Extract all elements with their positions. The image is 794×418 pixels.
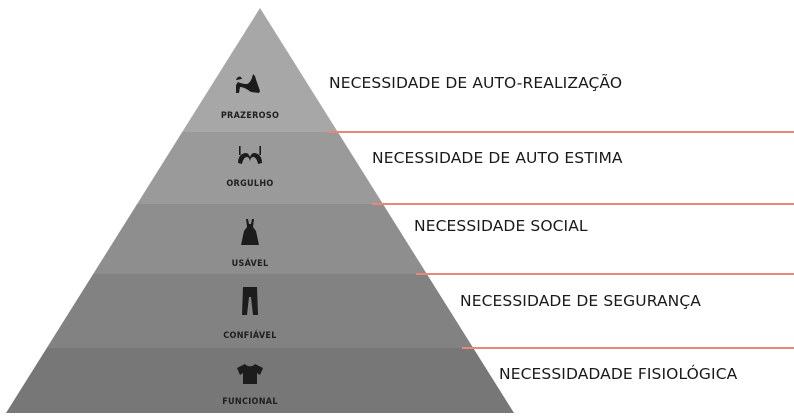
dress-icon — [241, 219, 259, 245]
tier-label: PRAZEROSO — [221, 111, 279, 121]
bra-icon — [238, 146, 262, 164]
need-label-self-actualization: NECESSIDADE DE AUTO-REALIZAÇÃO — [329, 74, 623, 92]
tier-band-3 — [6, 204, 514, 274]
tier-band-1 — [6, 8, 514, 132]
trousers-icon — [242, 287, 258, 315]
tier-band-4 — [6, 274, 514, 348]
tier-label: USÁVEL — [232, 257, 269, 269]
need-label-physiological: NECESSIDADADE FISIOLÓGICA — [499, 365, 738, 383]
tier-label: FUNCIONAL — [222, 397, 278, 407]
tier-label: ORGULHO — [226, 179, 273, 189]
tier-band-2 — [6, 132, 514, 204]
high-heel-icon — [236, 74, 260, 93]
need-label-esteem: NECESSIDADE DE AUTO ESTIMA — [372, 149, 623, 167]
tier-label: CONFIÁVEL — [223, 329, 276, 341]
tier-band-5 — [6, 348, 514, 413]
need-label-safety: NECESSIDADE DE SEGURANÇA — [460, 292, 701, 310]
tshirt-icon — [237, 364, 263, 384]
need-label-social: NECESSIDADE SOCIAL — [414, 217, 588, 235]
